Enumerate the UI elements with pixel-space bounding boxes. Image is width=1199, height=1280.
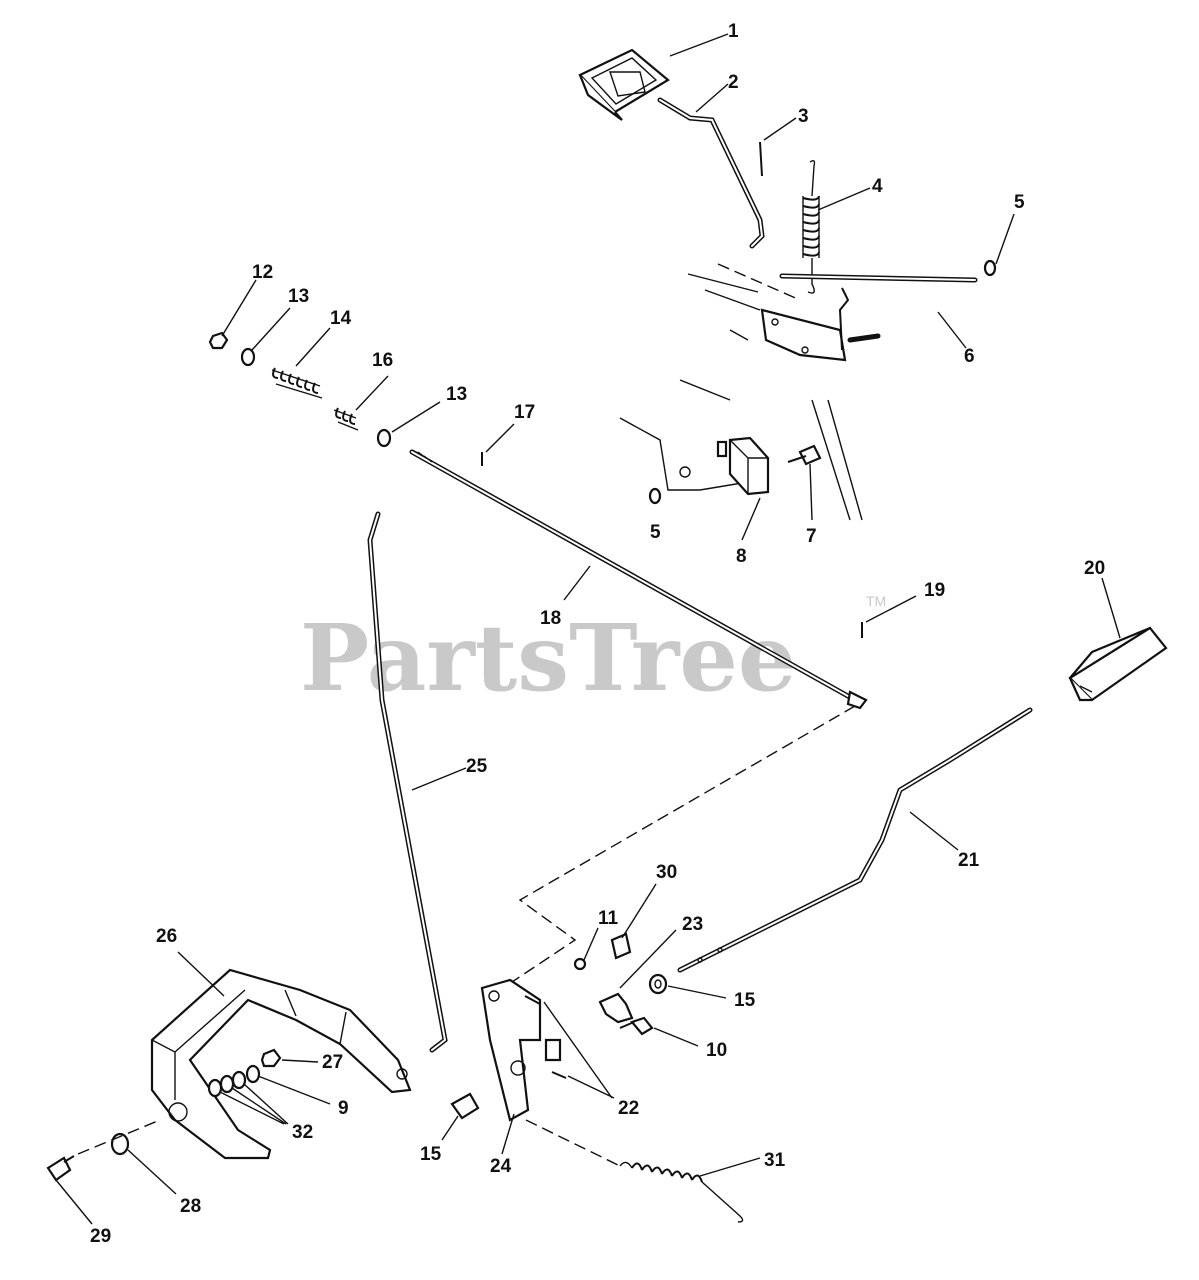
callout-2: 2 bbox=[728, 72, 739, 93]
part-24-pivot-bracket bbox=[480, 978, 562, 1122]
callout-11: 11 bbox=[598, 908, 619, 929]
part-26-bracket bbox=[150, 968, 412, 1160]
part-6-cross-shaft bbox=[760, 273, 978, 362]
callout-31: 31 bbox=[764, 1150, 786, 1171]
frame-outline bbox=[619, 273, 863, 521]
callout-12: 12 bbox=[252, 262, 273, 283]
callout-26: 26 bbox=[156, 926, 177, 947]
part-13-washer-right bbox=[376, 428, 392, 448]
callout-22: 22 bbox=[618, 1098, 639, 1119]
callout-27: 27 bbox=[322, 1052, 343, 1073]
part-27-nut bbox=[260, 1048, 282, 1068]
part-5-ring-lower bbox=[648, 487, 662, 505]
part-25-link-rod bbox=[367, 511, 448, 1053]
part-12-nut bbox=[208, 331, 229, 350]
part-22-pin-upper bbox=[524, 995, 541, 1005]
leader-18-24 bbox=[499, 705, 856, 991]
callout-8: 8 bbox=[736, 546, 747, 567]
callout-20: 20 bbox=[1084, 558, 1105, 579]
callout-24: 24 bbox=[490, 1156, 512, 1177]
callout-16: 16 bbox=[372, 350, 393, 371]
part-22-pin-lower bbox=[551, 1071, 567, 1079]
part-16-spring bbox=[333, 407, 359, 431]
callout-3: 3 bbox=[798, 106, 809, 127]
callout-15-right: 15 bbox=[734, 990, 756, 1011]
part-1-pedal-pad bbox=[578, 48, 670, 121]
callout-21: 21 bbox=[958, 850, 980, 871]
callout-28: 28 bbox=[180, 1196, 201, 1217]
callout-4: 4 bbox=[872, 176, 883, 197]
callout-29: 29 bbox=[90, 1226, 111, 1247]
part-29-clevis-pin bbox=[46, 1119, 161, 1182]
leader-2-6 bbox=[717, 263, 801, 301]
callout-5-upper: 5 bbox=[1014, 192, 1025, 213]
callout-numbers: 1 2 3 4 5 6 12 13 14 16 13 17 5 8 7 18 1… bbox=[90, 21, 1105, 1247]
callout-19: 19 bbox=[924, 580, 945, 601]
part-18-rod bbox=[409, 449, 868, 710]
part-21-lever bbox=[677, 707, 1033, 973]
part-3-pin bbox=[759, 141, 763, 177]
callout-23: 23 bbox=[682, 914, 703, 935]
part-32-washers bbox=[207, 1070, 247, 1098]
callout-30: 30 bbox=[656, 862, 677, 883]
leader-lines bbox=[55, 33, 1121, 1225]
part-11-nut bbox=[573, 957, 587, 971]
callout-32: 32 bbox=[292, 1122, 313, 1143]
part-23-plate bbox=[598, 992, 634, 1024]
part-7-bolt bbox=[787, 444, 822, 466]
part-31-spring bbox=[525, 1119, 744, 1223]
callout-13-left: 13 bbox=[288, 286, 309, 307]
part-4-spring bbox=[802, 159, 820, 294]
callout-7: 7 bbox=[806, 526, 817, 547]
part-9-washer bbox=[245, 1064, 261, 1084]
callout-13-right: 13 bbox=[446, 384, 467, 405]
part-10-bolt bbox=[619, 1016, 654, 1036]
callout-18: 18 bbox=[540, 608, 561, 629]
watermark-trademark: TM bbox=[866, 593, 886, 609]
part-13-washer-left bbox=[240, 347, 256, 367]
callout-1: 1 bbox=[728, 21, 739, 42]
callout-15-left: 15 bbox=[420, 1144, 442, 1165]
callout-6: 6 bbox=[964, 346, 975, 367]
callout-5-lower: 5 bbox=[650, 522, 661, 543]
callout-9: 9 bbox=[338, 1098, 349, 1119]
callout-14: 14 bbox=[330, 308, 352, 329]
part-15-bushing-lower bbox=[450, 1092, 480, 1120]
part-5-ring-upper bbox=[983, 259, 997, 277]
part-15-bushing-upper bbox=[648, 973, 668, 995]
part-30-clip bbox=[610, 932, 632, 960]
part-14-spring bbox=[271, 367, 323, 399]
part-8-switch bbox=[679, 436, 770, 496]
callout-17: 17 bbox=[514, 402, 535, 423]
callout-25: 25 bbox=[466, 756, 488, 777]
part-2-pedal-rod bbox=[657, 97, 765, 249]
callout-10: 10 bbox=[706, 1040, 727, 1061]
part-20-pedal-pad bbox=[1068, 626, 1168, 702]
